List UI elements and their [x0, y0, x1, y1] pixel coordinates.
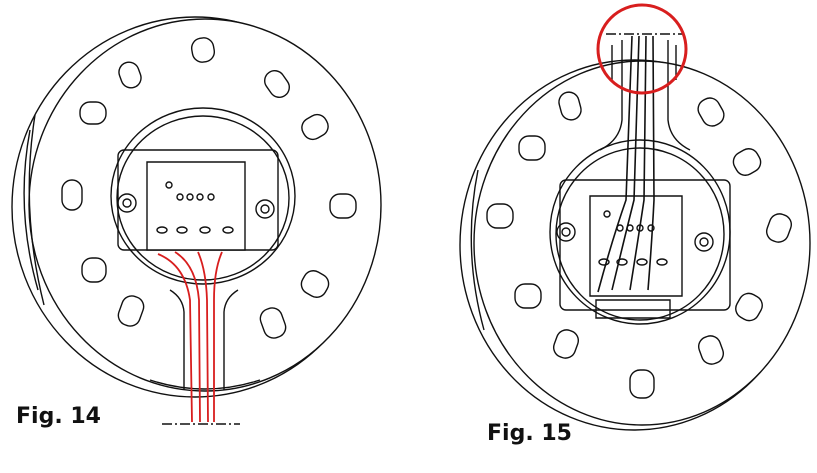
- fig14-cable-channel: [170, 290, 238, 390]
- fig14-slot: [298, 267, 333, 301]
- fig15-wire: [630, 36, 646, 290]
- fig15-channel-back: [612, 45, 676, 80]
- fig15-connector-plate: [590, 196, 682, 296]
- fig14-channel-base: [150, 380, 260, 389]
- fig15-slot: [696, 333, 726, 367]
- fig14-wire: [175, 252, 200, 422]
- fig14-slot: [330, 194, 356, 218]
- fig14-screw-left-inner: [123, 199, 131, 207]
- fig14-inner-hub-ring: [111, 108, 295, 284]
- fig14-slot: [62, 180, 82, 210]
- fig14-screw-left: [118, 194, 136, 212]
- fig14-terminal: [177, 227, 187, 233]
- fig14-slot: [298, 111, 332, 143]
- fig15-slot: [487, 204, 513, 228]
- fig14-inner-hub: [117, 116, 289, 280]
- fig15-inner-hub: [556, 148, 724, 320]
- fig14-connector-pin: [177, 194, 183, 200]
- fig15-screw-right-inner: [700, 238, 708, 246]
- fig14-slot: [261, 67, 293, 101]
- fig14-screw-right-inner: [261, 205, 269, 213]
- fig15-slot: [732, 290, 766, 325]
- fig14-connector-pin: [197, 194, 203, 200]
- fig15-terminal: [657, 259, 667, 265]
- fig15-cable-channel: [600, 40, 690, 150]
- fig15-bolt-slots: [487, 90, 794, 398]
- fig14-wire: [214, 252, 222, 422]
- fig15-screw-left-inner: [562, 228, 570, 236]
- fig15-terminal: [617, 259, 627, 265]
- fig15-slot: [557, 90, 584, 122]
- fig15-highlight-circle: [598, 5, 686, 93]
- fig15-caption: Fig. 15: [487, 421, 572, 446]
- fig15-connector-pin: [648, 225, 654, 231]
- fig14-slot: [258, 305, 289, 341]
- fig15-slot: [630, 370, 654, 398]
- fig15-slot: [730, 145, 765, 179]
- fig15-terminal: [599, 259, 609, 265]
- fig14-rim-edge-2: [29, 115, 44, 305]
- fig15-slot: [519, 136, 545, 160]
- fig15-rim-edge: [471, 170, 484, 330]
- fig14-rim-edge: [24, 130, 38, 290]
- fig14-terminal: [223, 227, 233, 233]
- fig15-wire: [648, 36, 654, 290]
- fig15-flange-assembly: [460, 5, 810, 430]
- fig14-caption: Fig. 14: [16, 404, 101, 429]
- fig14-slot: [116, 59, 144, 90]
- fig15-connector-pin: [604, 211, 610, 217]
- fig14-wire: [198, 252, 208, 422]
- fig14-screw-right: [256, 200, 274, 218]
- fig14-red-wires: [158, 252, 222, 422]
- fig14-slot: [190, 36, 216, 63]
- fig15-screw-right: [695, 233, 713, 251]
- fig14-slot: [82, 258, 106, 282]
- fig15-terminal: [637, 259, 647, 265]
- fig15-wire: [598, 36, 632, 292]
- fig15-slot: [764, 211, 794, 245]
- fig14-slot: [80, 102, 106, 124]
- fig15-slot: [551, 327, 581, 361]
- fig14-connector-pin: [166, 182, 172, 188]
- fig14-terminal: [157, 227, 167, 233]
- fig15-black-wires: [598, 36, 654, 292]
- fig14-slot: [116, 293, 147, 329]
- fig14-terminal: [200, 227, 210, 233]
- fig14-flange-assembly: [12, 17, 381, 424]
- fig15-slot: [515, 284, 541, 308]
- fig14-wire: [158, 254, 192, 422]
- fig15-bracket: [596, 300, 670, 318]
- fig15-slot: [694, 94, 727, 129]
- fig14-connector-pin: [187, 194, 193, 200]
- fig14-connector-pin: [208, 194, 214, 200]
- fig14-connector-plate: [147, 162, 245, 250]
- fig14-bolt-slots: [62, 36, 356, 341]
- fig15-screw-left: [557, 223, 575, 241]
- fig15-wire: [612, 36, 639, 290]
